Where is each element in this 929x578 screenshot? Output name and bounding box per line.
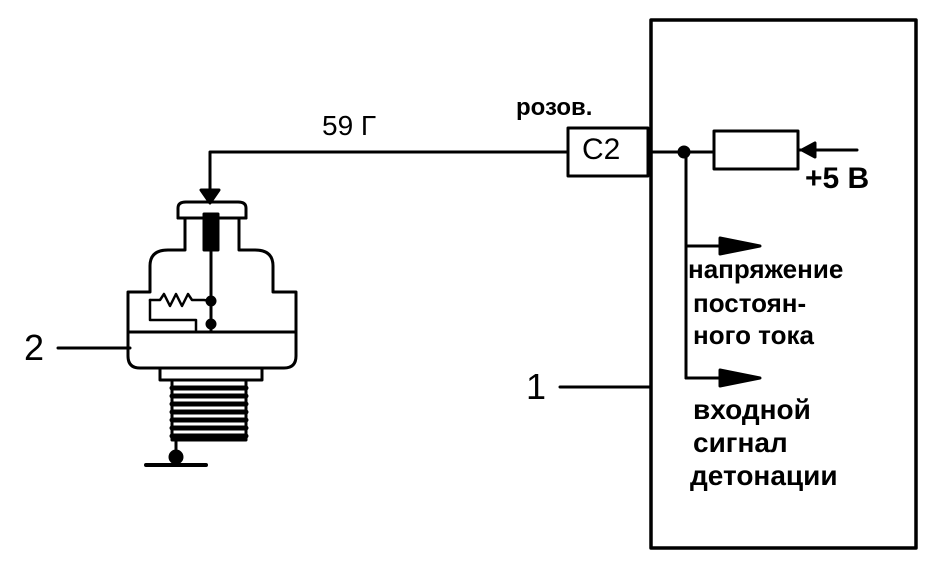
- wire-color-label: розов.: [516, 94, 593, 121]
- supply-voltage-label: +5 В: [805, 162, 870, 195]
- callout-2-label: 2: [24, 327, 45, 368]
- callout-1-label: 1: [526, 366, 547, 407]
- connector-label: С2: [582, 133, 621, 166]
- knock-sensor: [126, 200, 298, 467]
- dc-voltage-label-line2: постоян-: [693, 288, 807, 318]
- knock-input-label-line1: входной: [693, 394, 811, 425]
- knock-input-label-line3: детонации: [690, 460, 838, 491]
- pullup-resistor: [712, 129, 800, 171]
- knock-input-label-line2: сигнал: [693, 427, 788, 458]
- dc-voltage-label-line1: напряжение: [688, 254, 844, 284]
- wire-arrowhead: [199, 188, 221, 205]
- wire-59g: [208, 150, 570, 198]
- knock-signal-arrowhead: [718, 368, 762, 388]
- dc-voltage-arrowhead: [718, 236, 762, 256]
- supply-arrowhead: [800, 141, 817, 159]
- control-unit-box: [649, 18, 918, 550]
- wire-code-label: 59 Г: [322, 110, 377, 141]
- dc-voltage-label-line3: ного тока: [693, 320, 814, 350]
